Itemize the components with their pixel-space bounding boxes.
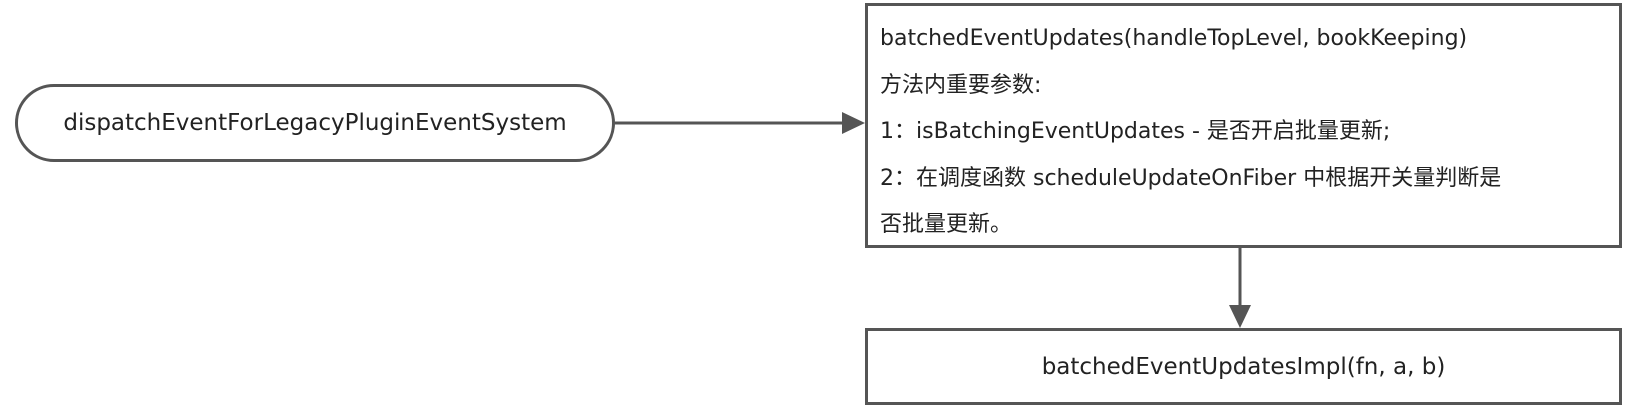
node-batched-event-updates-impl[interactable]: batchedEventUpdatesImpl(fn, a, b) bbox=[865, 328, 1622, 405]
edge-dispatch-to-batched bbox=[615, 112, 865, 134]
arrowhead-right bbox=[842, 112, 865, 134]
node-dispatch-label: dispatchEventForLegacyPluginEventSystem bbox=[63, 110, 567, 136]
node-batched-line-params-heading: 方法内重要参数: bbox=[880, 72, 1042, 98]
arrowhead-down bbox=[1229, 305, 1251, 328]
node-dispatch-event-for-legacy-plugin-event-system[interactable]: dispatchEventForLegacyPluginEventSystem bbox=[15, 84, 615, 162]
edge-batched-to-impl bbox=[1229, 248, 1251, 328]
node-batched-line-param-1: 1：isBatchingEventUpdates - 是否开启批量更新; bbox=[880, 119, 1391, 144]
node-batched-line-param-2: 2：在调度函数 scheduleUpdateOnFiber 中根据开关量判断是 bbox=[880, 165, 1502, 191]
node-impl-label: batchedEventUpdatesImpl(fn, a, b) bbox=[1041, 353, 1446, 380]
node-batched-event-updates[interactable]: batchedEventUpdates(handleTopLevel, book… bbox=[865, 3, 1622, 248]
node-batched-line-param-2-cont: 否批量更新。 bbox=[880, 212, 1013, 237]
node-batched-line-signature: batchedEventUpdates(handleTopLevel, book… bbox=[880, 26, 1468, 51]
